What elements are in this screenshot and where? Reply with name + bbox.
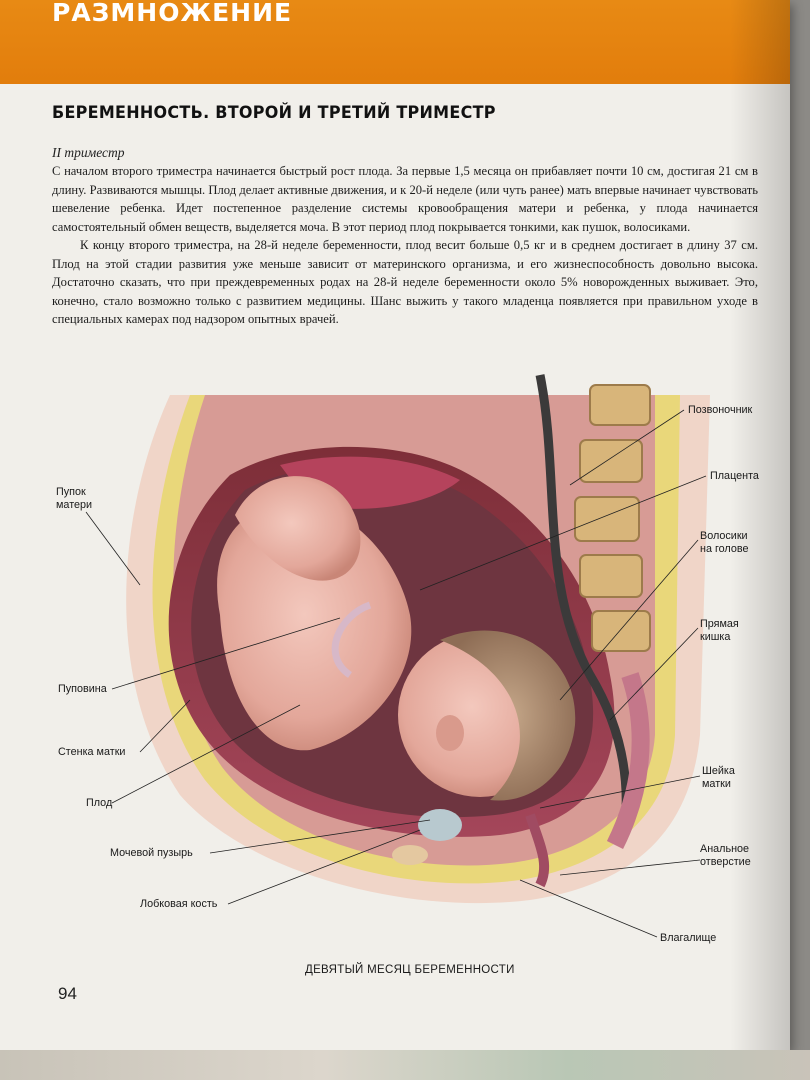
label-spine: Позвоночник: [688, 404, 753, 416]
label-rectum: Прямая кишка: [700, 618, 739, 643]
label-umbilical-cord: Пуповина: [58, 683, 107, 695]
background-surface: [0, 1050, 810, 1080]
label-navel: Пупок матери: [56, 486, 93, 511]
book-page: РАЗМНОЖЕНИЕ БЕРЕМЕННОСТЬ. ВТОРОЙ И ТРЕТИ…: [0, 0, 790, 1050]
label-pubic-bone: Лобковая кость: [140, 898, 218, 910]
label-bladder: Мочевой пузырь: [110, 847, 193, 859]
section-header-band: РАЗМНОЖЕНИЕ: [0, 0, 790, 84]
page-number: 94: [58, 984, 77, 1003]
label-fetus: Плод: [86, 797, 113, 809]
label-uterus-wall: Стенка матки: [58, 746, 126, 758]
body-text: С началом второго триместра начинается б…: [52, 162, 758, 329]
subheading: II триместр: [52, 145, 125, 160]
section-title: РАЗМНОЖЕНИЕ: [52, 0, 293, 27]
label-vagina: Влагалище: [660, 932, 717, 944]
label-cervix: Шейка матки: [702, 765, 735, 790]
paragraph: К концу второго триместра, на 28-й недел…: [52, 238, 758, 326]
page-title: БЕРЕМЕННОСТЬ. ВТОРОЙ И ТРЕТИЙ ТРИМЕСТР: [52, 103, 496, 123]
book-gutter-shadow: [730, 0, 790, 1050]
pregnancy-cross-section-illustration: [126, 374, 711, 904]
label-placenta: Плацента: [710, 470, 759, 483]
label-anus: Анальное отверстие: [700, 843, 751, 868]
paragraph: С началом второго триместра начинается б…: [52, 164, 758, 234]
figure-caption: ДЕВЯТЫЙ МЕСЯЦ БЕРЕМЕННОСТИ: [305, 964, 515, 976]
